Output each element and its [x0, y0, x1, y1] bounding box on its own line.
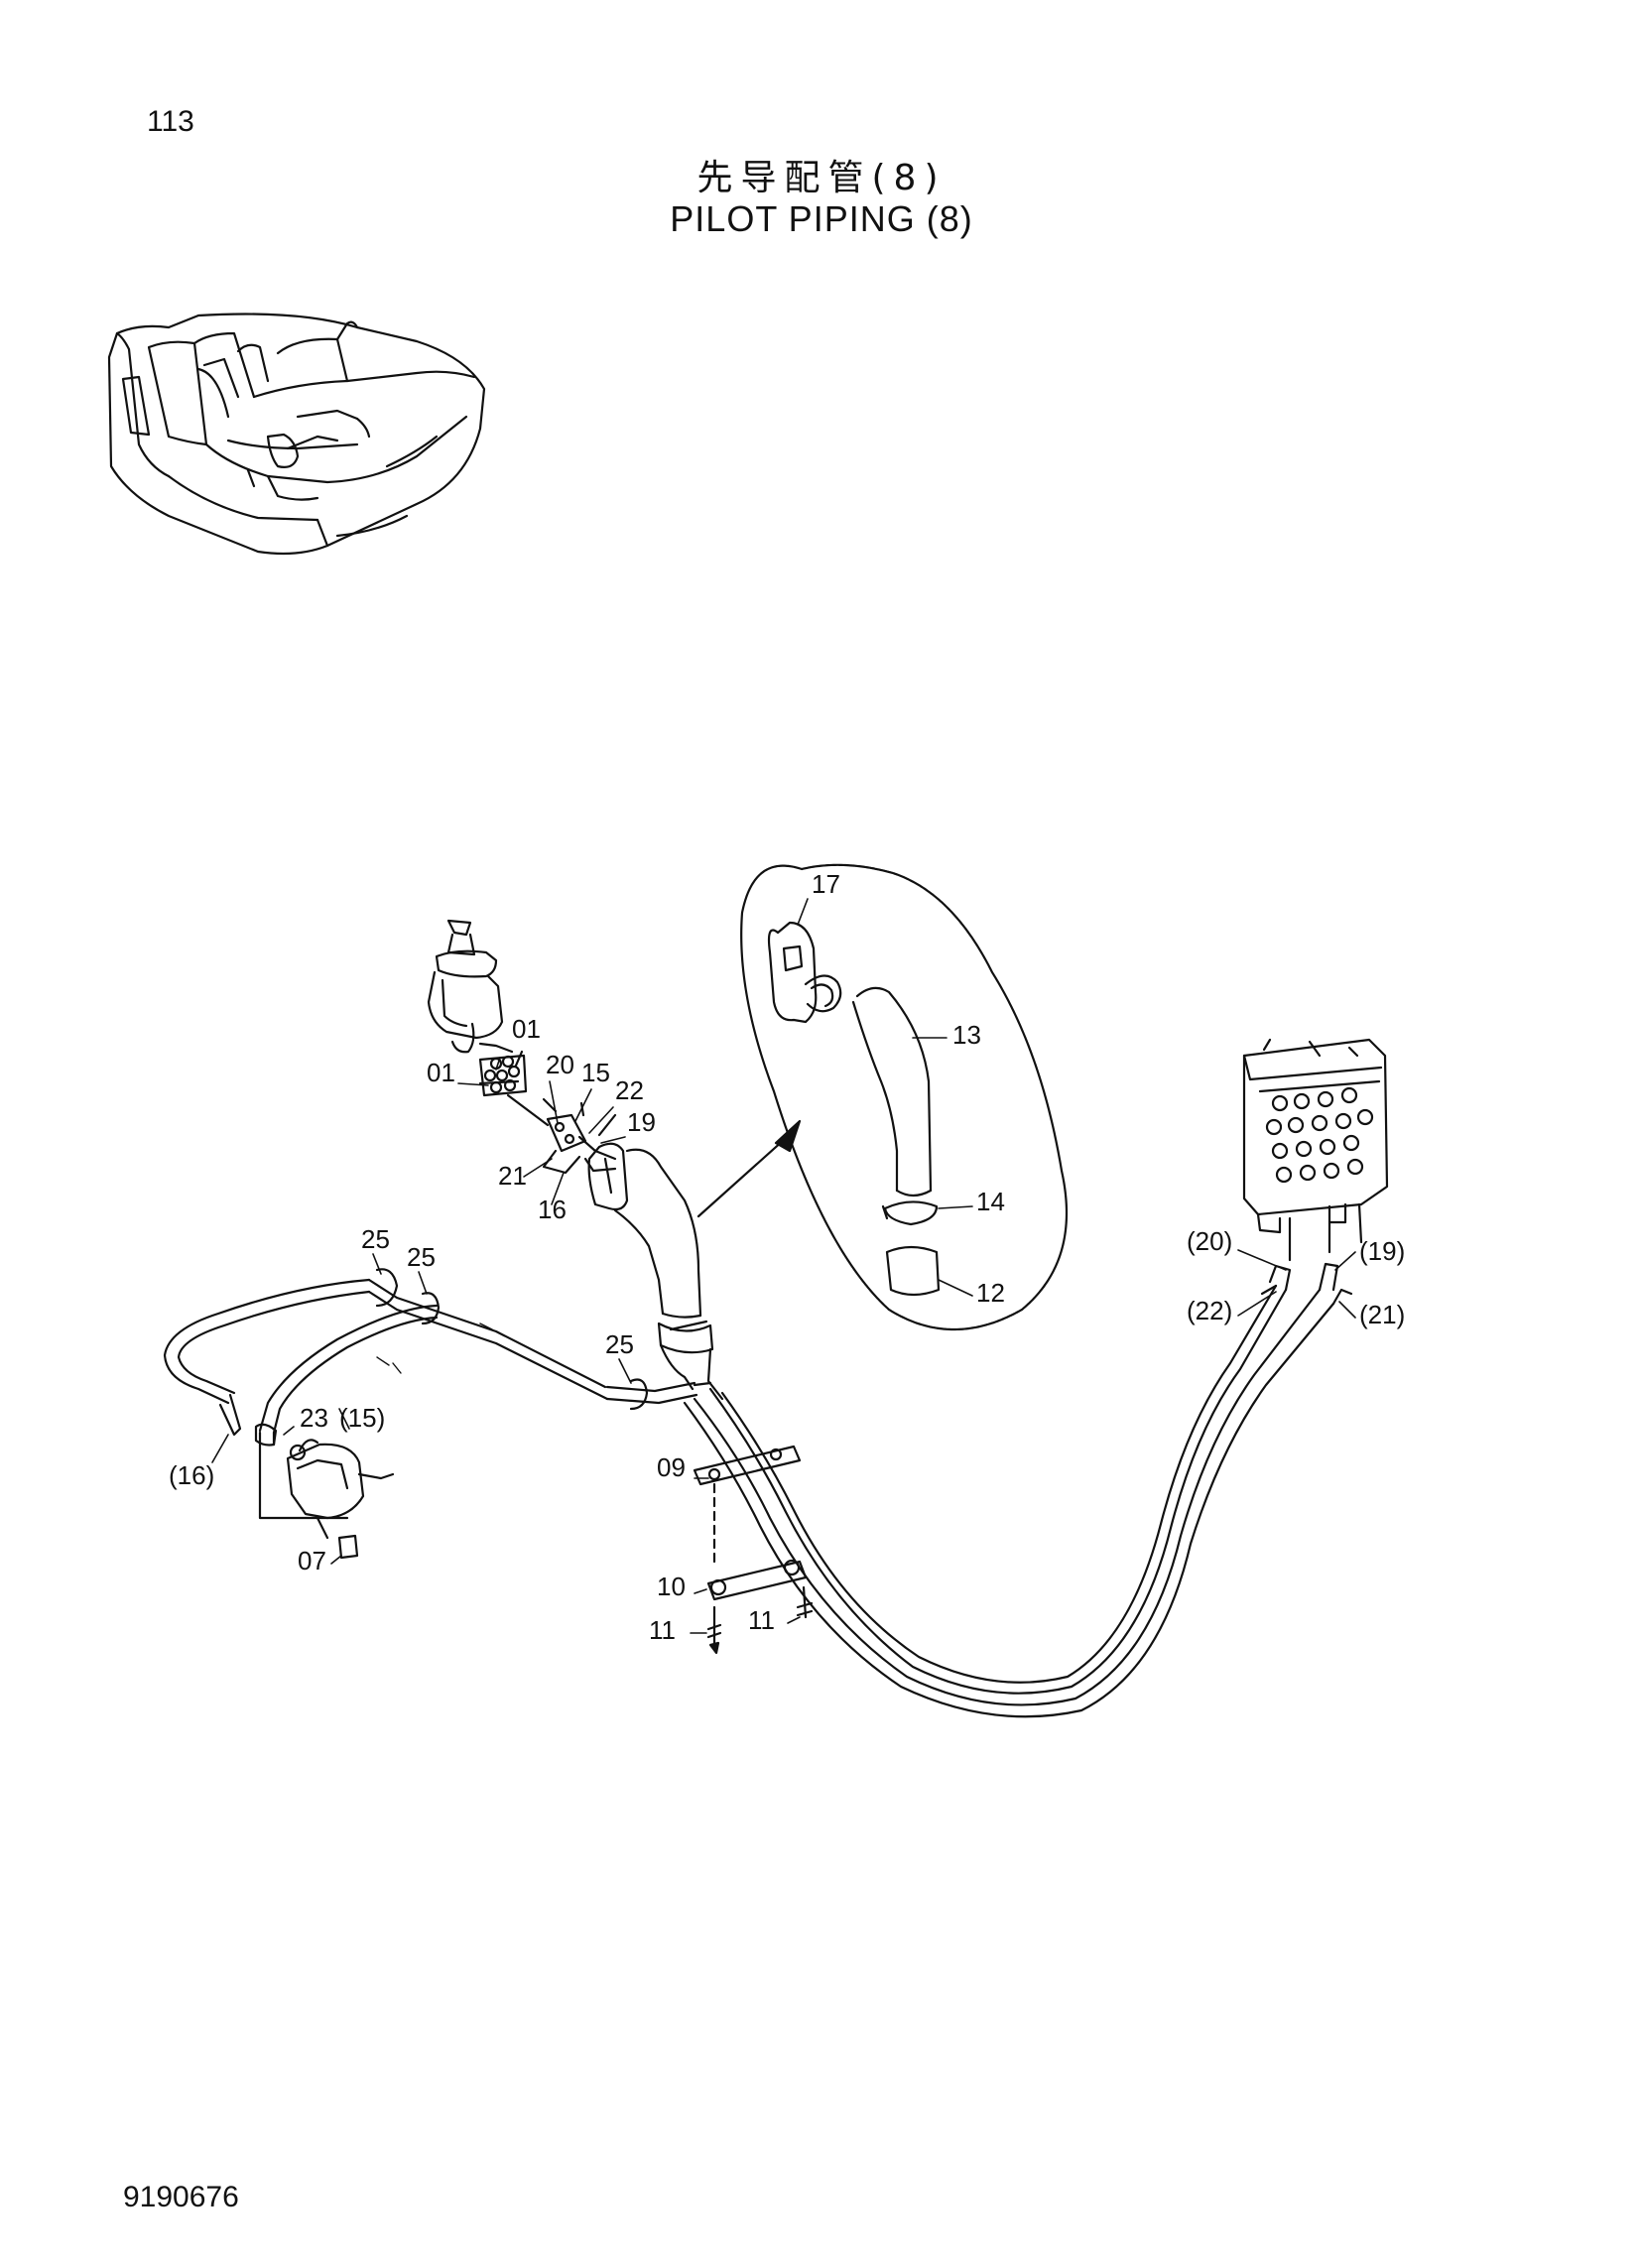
callout-c15a: 15	[581, 1058, 610, 1087]
grommet-duct	[587, 1142, 724, 1401]
title-english: PILOT PIPING (8)	[670, 198, 973, 239]
callout-c12: 12	[976, 1278, 1005, 1308]
callout-c16a: 16	[538, 1195, 567, 1224]
page-number: 113	[147, 105, 194, 138]
callout-c01b: 01	[427, 1058, 455, 1087]
document-number: 9190676	[123, 2181, 239, 2213]
callout-c20a: 20	[546, 1050, 574, 1079]
callout-c22b: (22)	[1187, 1296, 1232, 1325]
callout-c01a: 01	[512, 1014, 541, 1044]
callout-c25c: 25	[605, 1329, 634, 1359]
callout-c11b: 11	[748, 1605, 775, 1635]
control-valve	[1242, 1038, 1389, 1262]
callout-c20b: (20)	[1187, 1226, 1232, 1256]
callout-c09: 09	[657, 1452, 686, 1482]
hose-clamp-brackets	[693, 1445, 814, 1655]
callout-c11a: 11	[649, 1615, 676, 1645]
callout-c17: 17	[812, 869, 840, 899]
excavator-location-thumbnail	[107, 313, 486, 556]
pilot-valve	[427, 919, 528, 1097]
callout-c16b: (16)	[169, 1460, 214, 1490]
callout-c13: 13	[952, 1020, 981, 1050]
callout-c21a: 21	[498, 1161, 527, 1191]
callout-c19b: (19)	[1359, 1236, 1405, 1266]
callout-c25b: 25	[407, 1242, 436, 1272]
callout-c25a: 25	[361, 1224, 390, 1254]
detail-bubble	[740, 863, 1069, 1330]
callout-c19a: 19	[627, 1107, 656, 1137]
callout-leaders	[211, 898, 1356, 1634]
callout-c22a: 22	[615, 1075, 644, 1105]
hose-runs-right	[683, 1262, 1353, 1718]
callout-c21b: (21)	[1359, 1300, 1405, 1329]
hose-runs-left	[163, 1268, 712, 1447]
hose-markings	[376, 1323, 493, 1374]
valve-block	[258, 1431, 395, 1560]
callout-c10: 10	[657, 1572, 686, 1601]
callout-c23: 23	[300, 1403, 328, 1433]
title-chinese: 先导配管(8)	[696, 158, 947, 198]
callout-c15b: (15)	[339, 1403, 385, 1433]
callout-c07: 07	[298, 1546, 326, 1575]
hose-connectors	[478, 1050, 617, 1175]
callout-c14: 14	[976, 1187, 1005, 1216]
